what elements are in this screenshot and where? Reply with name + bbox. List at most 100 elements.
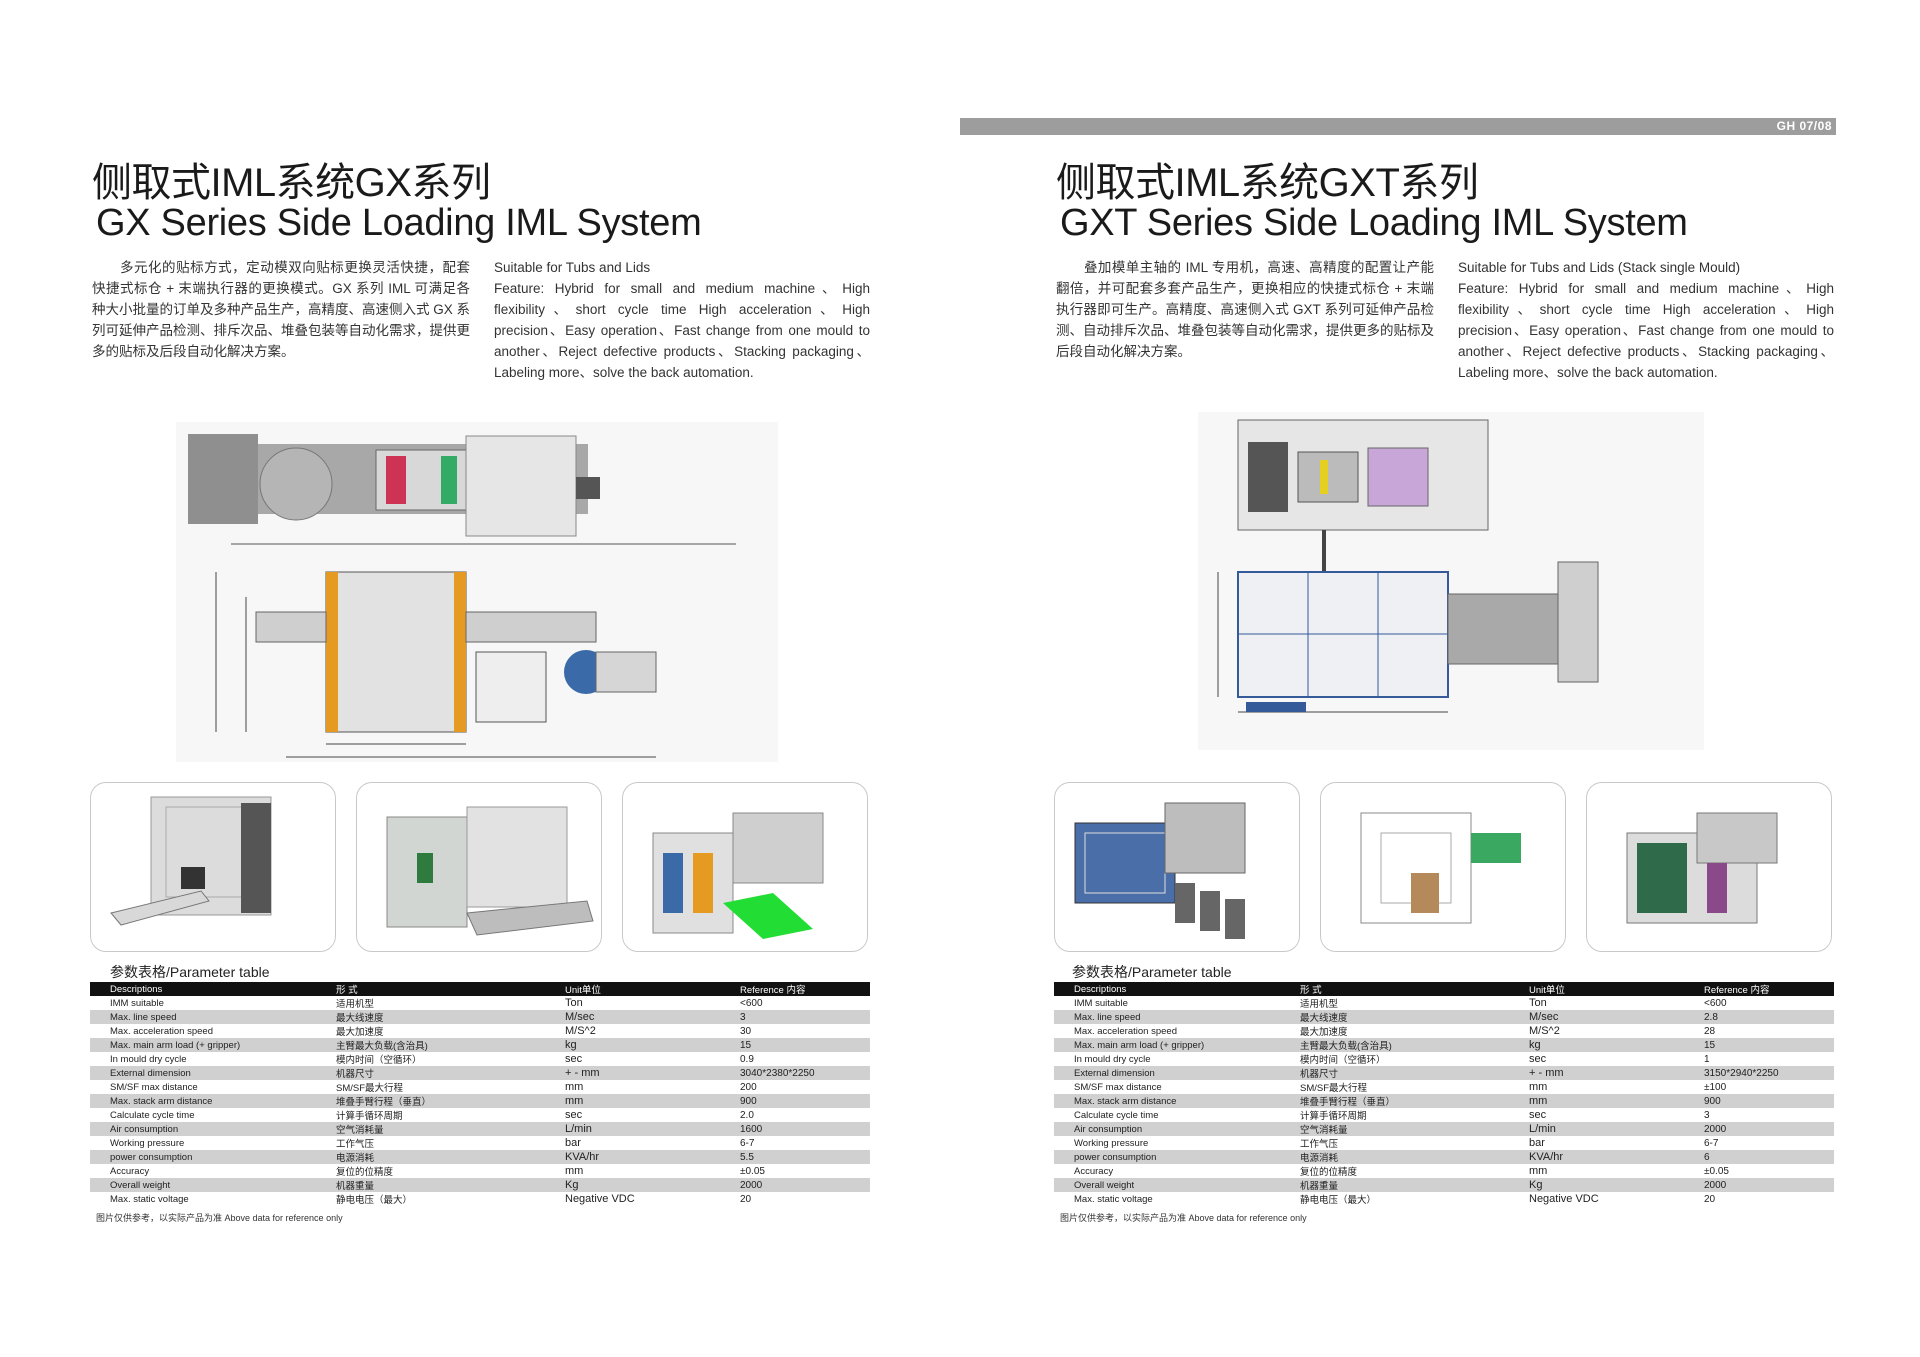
row-unit: M/sec <box>1509 1010 1684 1024</box>
row-name-cn: 适用机型 <box>336 999 375 1010</box>
row-reference: 1600 <box>720 1122 870 1136</box>
row-description: Max. acceleration speed <box>1074 1025 1177 1037</box>
row-name-cn: 主臂最大负载(含治具) <box>316 1038 545 1052</box>
product-photo <box>622 782 868 952</box>
row-unit: Kg <box>545 1178 720 1192</box>
table-row: Max. main arm load (+ gripper)主臂最大负载(含治具… <box>90 1038 870 1052</box>
row-unit: M/S^2 <box>1529 1025 1560 1037</box>
row-name-cn: SM/SF最大行程 <box>1300 1083 1368 1094</box>
table-header: Descriptions 形 式 Unit单位 Reference 内容 <box>1054 982 1834 996</box>
column-header: 形 式 <box>1280 982 1509 996</box>
row-description: Max. static voltage <box>110 1193 189 1205</box>
column-header: Descriptions <box>90 982 316 996</box>
row-description: Calculate cycle time <box>110 1109 195 1121</box>
row-description: SM/SF max distance <box>110 1081 198 1093</box>
description-en-lead: Suitable for Tubs and Lids <box>494 260 651 275</box>
row-unit: Negative VDC <box>565 1193 635 1205</box>
row-reference: 30 <box>740 1025 752 1037</box>
row-name-cn: 计算手循环周期 <box>1300 1111 1367 1122</box>
row-unit: L/min <box>545 1122 720 1136</box>
row-reference: 200 <box>740 1081 757 1093</box>
page-title-cn: 侧取式IML系统GX系列 <box>92 161 491 205</box>
row-reference: 2000 <box>1684 1178 1834 1192</box>
product-photos <box>1054 782 1834 952</box>
row-description: Air consumption <box>90 1122 316 1136</box>
row-reference: 2000 <box>720 1178 870 1192</box>
row-name-cn: 最大线速度 <box>1280 1010 1509 1024</box>
row-name-cn: 空气消耗量 <box>1280 1122 1509 1136</box>
row-reference: 2.8 <box>1684 1010 1834 1024</box>
row-reference: 15 <box>1684 1038 1834 1052</box>
row-description: power consumption <box>90 1150 316 1164</box>
row-description: Overall weight <box>1054 1178 1280 1192</box>
row-unit: M/S^2 <box>565 1025 596 1037</box>
row-reference: 3150*2940*2250 <box>1684 1066 1834 1080</box>
description-cn: 叠加模单主轴的 IML 专用机，高速、高精度的配置让产能翻倍，并可配套多套产品生… <box>1056 260 1434 359</box>
product-photo <box>1320 782 1566 952</box>
layout-diagram <box>1198 412 1704 750</box>
row-name-cn: 机器尺寸 <box>316 1066 545 1080</box>
row-unit: bar <box>565 1137 581 1149</box>
row-unit: kg <box>1509 1038 1684 1052</box>
column-header: 形 式 <box>316 982 545 996</box>
column-header: Reference 内容 <box>720 982 870 996</box>
row-name-cn: 电源消耗 <box>1280 1150 1509 1164</box>
description-en-lead: Suitable for Tubs and Lids (Stack single… <box>1458 260 1741 275</box>
row-reference: 2000 <box>1684 1122 1834 1136</box>
footnote: 图片仅供参考，以实际产品为准 Above data for reference … <box>1060 1213 1307 1223</box>
product-photos <box>90 782 870 952</box>
row-name-cn: 模内时间（空循环） <box>336 1055 422 1066</box>
row-name-cn: 堆叠手臂行程（垂直） <box>1280 1094 1509 1108</box>
page-number: GH 07/08 <box>1776 119 1832 133</box>
column-header: Reference 内容 <box>1684 982 1834 996</box>
row-unit: mm <box>1529 1081 1548 1093</box>
row-description: SM/SF max distance <box>1074 1081 1162 1093</box>
row-name-cn: 适用机型 <box>1300 999 1339 1010</box>
product-photo <box>356 782 602 952</box>
row-unit: Negative VDC <box>1529 1193 1599 1205</box>
row-name-cn: 主臂最大负载(含治具) <box>1280 1038 1509 1052</box>
row-reference: ±0.05 <box>1704 1165 1729 1177</box>
description-en-body: Feature: Hybrid for small and medium mac… <box>1458 281 1834 380</box>
description-en-body: Feature: Hybrid for small and medium mac… <box>494 281 870 380</box>
row-unit: bar <box>1529 1137 1545 1149</box>
row-unit: mm <box>1529 1165 1548 1177</box>
row-name-cn: 工作气压 <box>336 1139 375 1150</box>
description-en: Suitable for Tubs and Lids Feature: Hybr… <box>494 257 870 383</box>
parameter-table: Descriptions 形 式 Unit单位 Reference 内容 IMM… <box>90 982 870 1206</box>
row-unit: KVA/hr <box>1509 1150 1684 1164</box>
page-header-bar: GH 07/08 <box>960 118 1836 135</box>
row-description: Max. main arm load (+ gripper) <box>1054 1038 1280 1052</box>
row-reference: <600 <box>1704 997 1727 1009</box>
row-name-cn: 复位的位精度 <box>336 1167 394 1178</box>
row-reference: 2.0 <box>740 1109 754 1121</box>
row-reference: 20 <box>740 1193 752 1205</box>
row-description: Max. stack arm distance <box>1054 1094 1280 1108</box>
row-unit: sec <box>565 1109 583 1121</box>
row-name-cn: 电源消耗 <box>316 1150 545 1164</box>
product-photo <box>1054 782 1300 952</box>
page-title-cn: 侧取式IML系统GXT系列 <box>1056 161 1479 205</box>
description-en: Suitable for Tubs and Lids (Stack single… <box>1458 257 1834 383</box>
row-unit: sec <box>1529 1053 1547 1065</box>
row-description: Working pressure <box>1074 1137 1149 1149</box>
row-unit: mm <box>565 1081 584 1093</box>
parameter-table-title: 参数表格/Parameter table <box>1072 964 1232 980</box>
row-name-cn: 空气消耗量 <box>316 1122 545 1136</box>
row-description: Air consumption <box>1054 1122 1280 1136</box>
row-unit: L/min <box>1509 1122 1684 1136</box>
row-reference: 6-7 <box>1704 1137 1719 1149</box>
